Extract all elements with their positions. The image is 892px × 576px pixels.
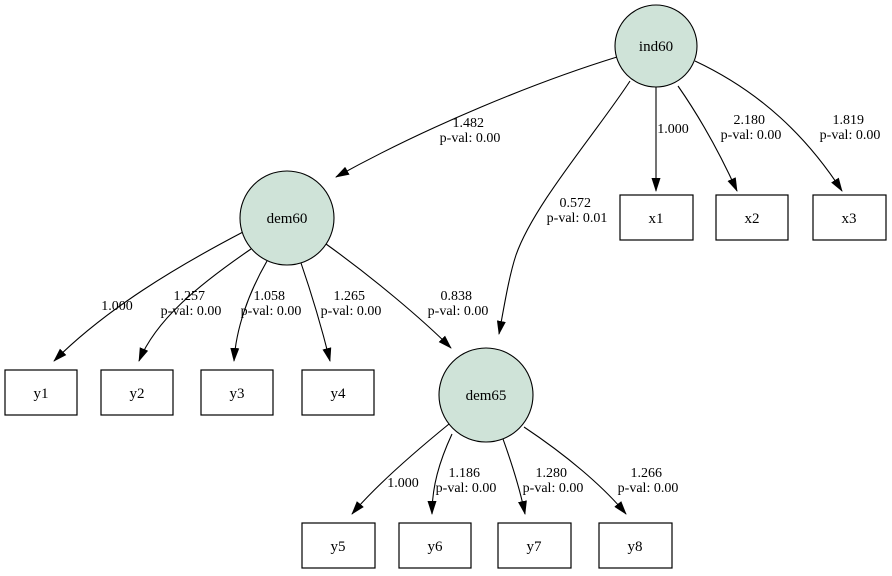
node-y3-shape: [200, 369, 274, 416]
node-y7-label: y7: [527, 539, 543, 555]
node-y5: y5: [301, 522, 376, 569]
node-x1: x1: [619, 194, 694, 241]
edge-dem65-y5: [351, 423, 450, 515]
edge-label-dem60-y4: 1.265 p-val: 0.00: [321, 289, 382, 319]
node-y2-shape: [100, 369, 174, 416]
node-x3-label: x3: [842, 211, 857, 227]
node-x3-shape: [812, 194, 887, 241]
edge-ind60-dem65: [496, 80, 631, 335]
edge-ind60-x2: [677, 85, 738, 192]
node-y4-shape: [301, 369, 375, 416]
node-y5-label: y5: [331, 539, 346, 555]
node-y1: y1: [4, 369, 78, 416]
edge-label-ind60-x2: 2.180 p-val: 0.00: [721, 113, 782, 143]
edge-ind60-dem60: [335, 56, 618, 178]
node-ind60-shape: [614, 4, 698, 88]
node-x1-label: x1: [649, 211, 664, 227]
node-y3: y3: [200, 369, 274, 416]
edge-label-dem60-y3: 1.058 p-val: 0.00: [241, 289, 302, 319]
edge-labels: 1.482 p-val: 0.00 0.572 p-val: 0.01 1.00…: [101, 113, 880, 496]
node-dem60-shape: [239, 170, 335, 266]
edge-label-dem65-y6: 1.186 p-val: 0.00: [436, 466, 497, 496]
edge-dem60-y3: [230, 260, 268, 362]
node-x1-shape: [619, 194, 694, 241]
edge-dem60-y4: [300, 262, 332, 362]
node-y6-label: y6: [428, 539, 444, 555]
node-y8-shape: [598, 522, 673, 569]
node-dem60-label: dem60: [267, 211, 308, 227]
node-y5-shape: [301, 522, 376, 569]
node-dem65: dem65: [438, 347, 534, 443]
node-x2-label: x2: [745, 211, 760, 227]
edge-dem60-dem65: [325, 243, 452, 349]
node-x2: x2: [715, 194, 789, 241]
edge-dem60-y1: [53, 231, 244, 362]
node-x3: x3: [812, 194, 887, 241]
node-y7-shape: [497, 522, 572, 569]
edge-dem65-y8: [523, 426, 627, 515]
node-ind60-label: ind60: [639, 39, 673, 55]
node-ind60: ind60: [614, 4, 698, 88]
node-x2-shape: [715, 194, 789, 241]
node-dem65-label: dem65: [466, 388, 507, 404]
node-y7: y7: [497, 522, 572, 569]
edge-label-dem60-dem65: 0.838 p-val: 0.00: [428, 289, 489, 319]
edge-label-ind60-x3: 1.819 p-val: 0.00: [820, 113, 881, 143]
edge-dem65-y7: [502, 438, 527, 515]
edge-label-dem65-y7: 1.280 p-val: 0.00: [523, 466, 584, 496]
node-y3-label: y3: [230, 386, 245, 402]
node-dem65-shape: [438, 347, 534, 443]
node-y6: y6: [398, 522, 472, 569]
edge-ind60-x3: [694, 60, 843, 192]
node-y4-label: y4: [331, 386, 347, 402]
edge-dem60-y2: [138, 248, 252, 362]
node-dem60: dem60: [239, 170, 335, 266]
node-y4: y4: [301, 369, 375, 416]
edge-label-ind60-x1: 1.000: [657, 122, 689, 137]
edge-label-dem65-y8: 1.266 p-val: 0.00: [618, 466, 679, 496]
edge-label-ind60-dem65: 0.572 p-val: 0.01: [547, 196, 608, 226]
node-y1-label: y1: [34, 386, 49, 402]
node-y8-label: y8: [628, 539, 643, 555]
edge-dem65-y6: [427, 433, 453, 515]
node-y6-shape: [398, 522, 472, 569]
edges: [53, 56, 843, 515]
edge-label-dem60-y1: 1.000: [101, 299, 133, 314]
node-y2: y2: [100, 369, 174, 416]
edge-label-dem60-y2: 1.257 p-val: 0.00: [161, 289, 222, 319]
edge-label-ind60-dem60: 1.482 p-val: 0.00: [440, 116, 501, 146]
node-y1-shape: [4, 369, 78, 416]
node-y8: y8: [598, 522, 673, 569]
edge-label-dem65-y5: 1.000: [387, 476, 419, 491]
node-y2-label: y2: [130, 386, 145, 402]
